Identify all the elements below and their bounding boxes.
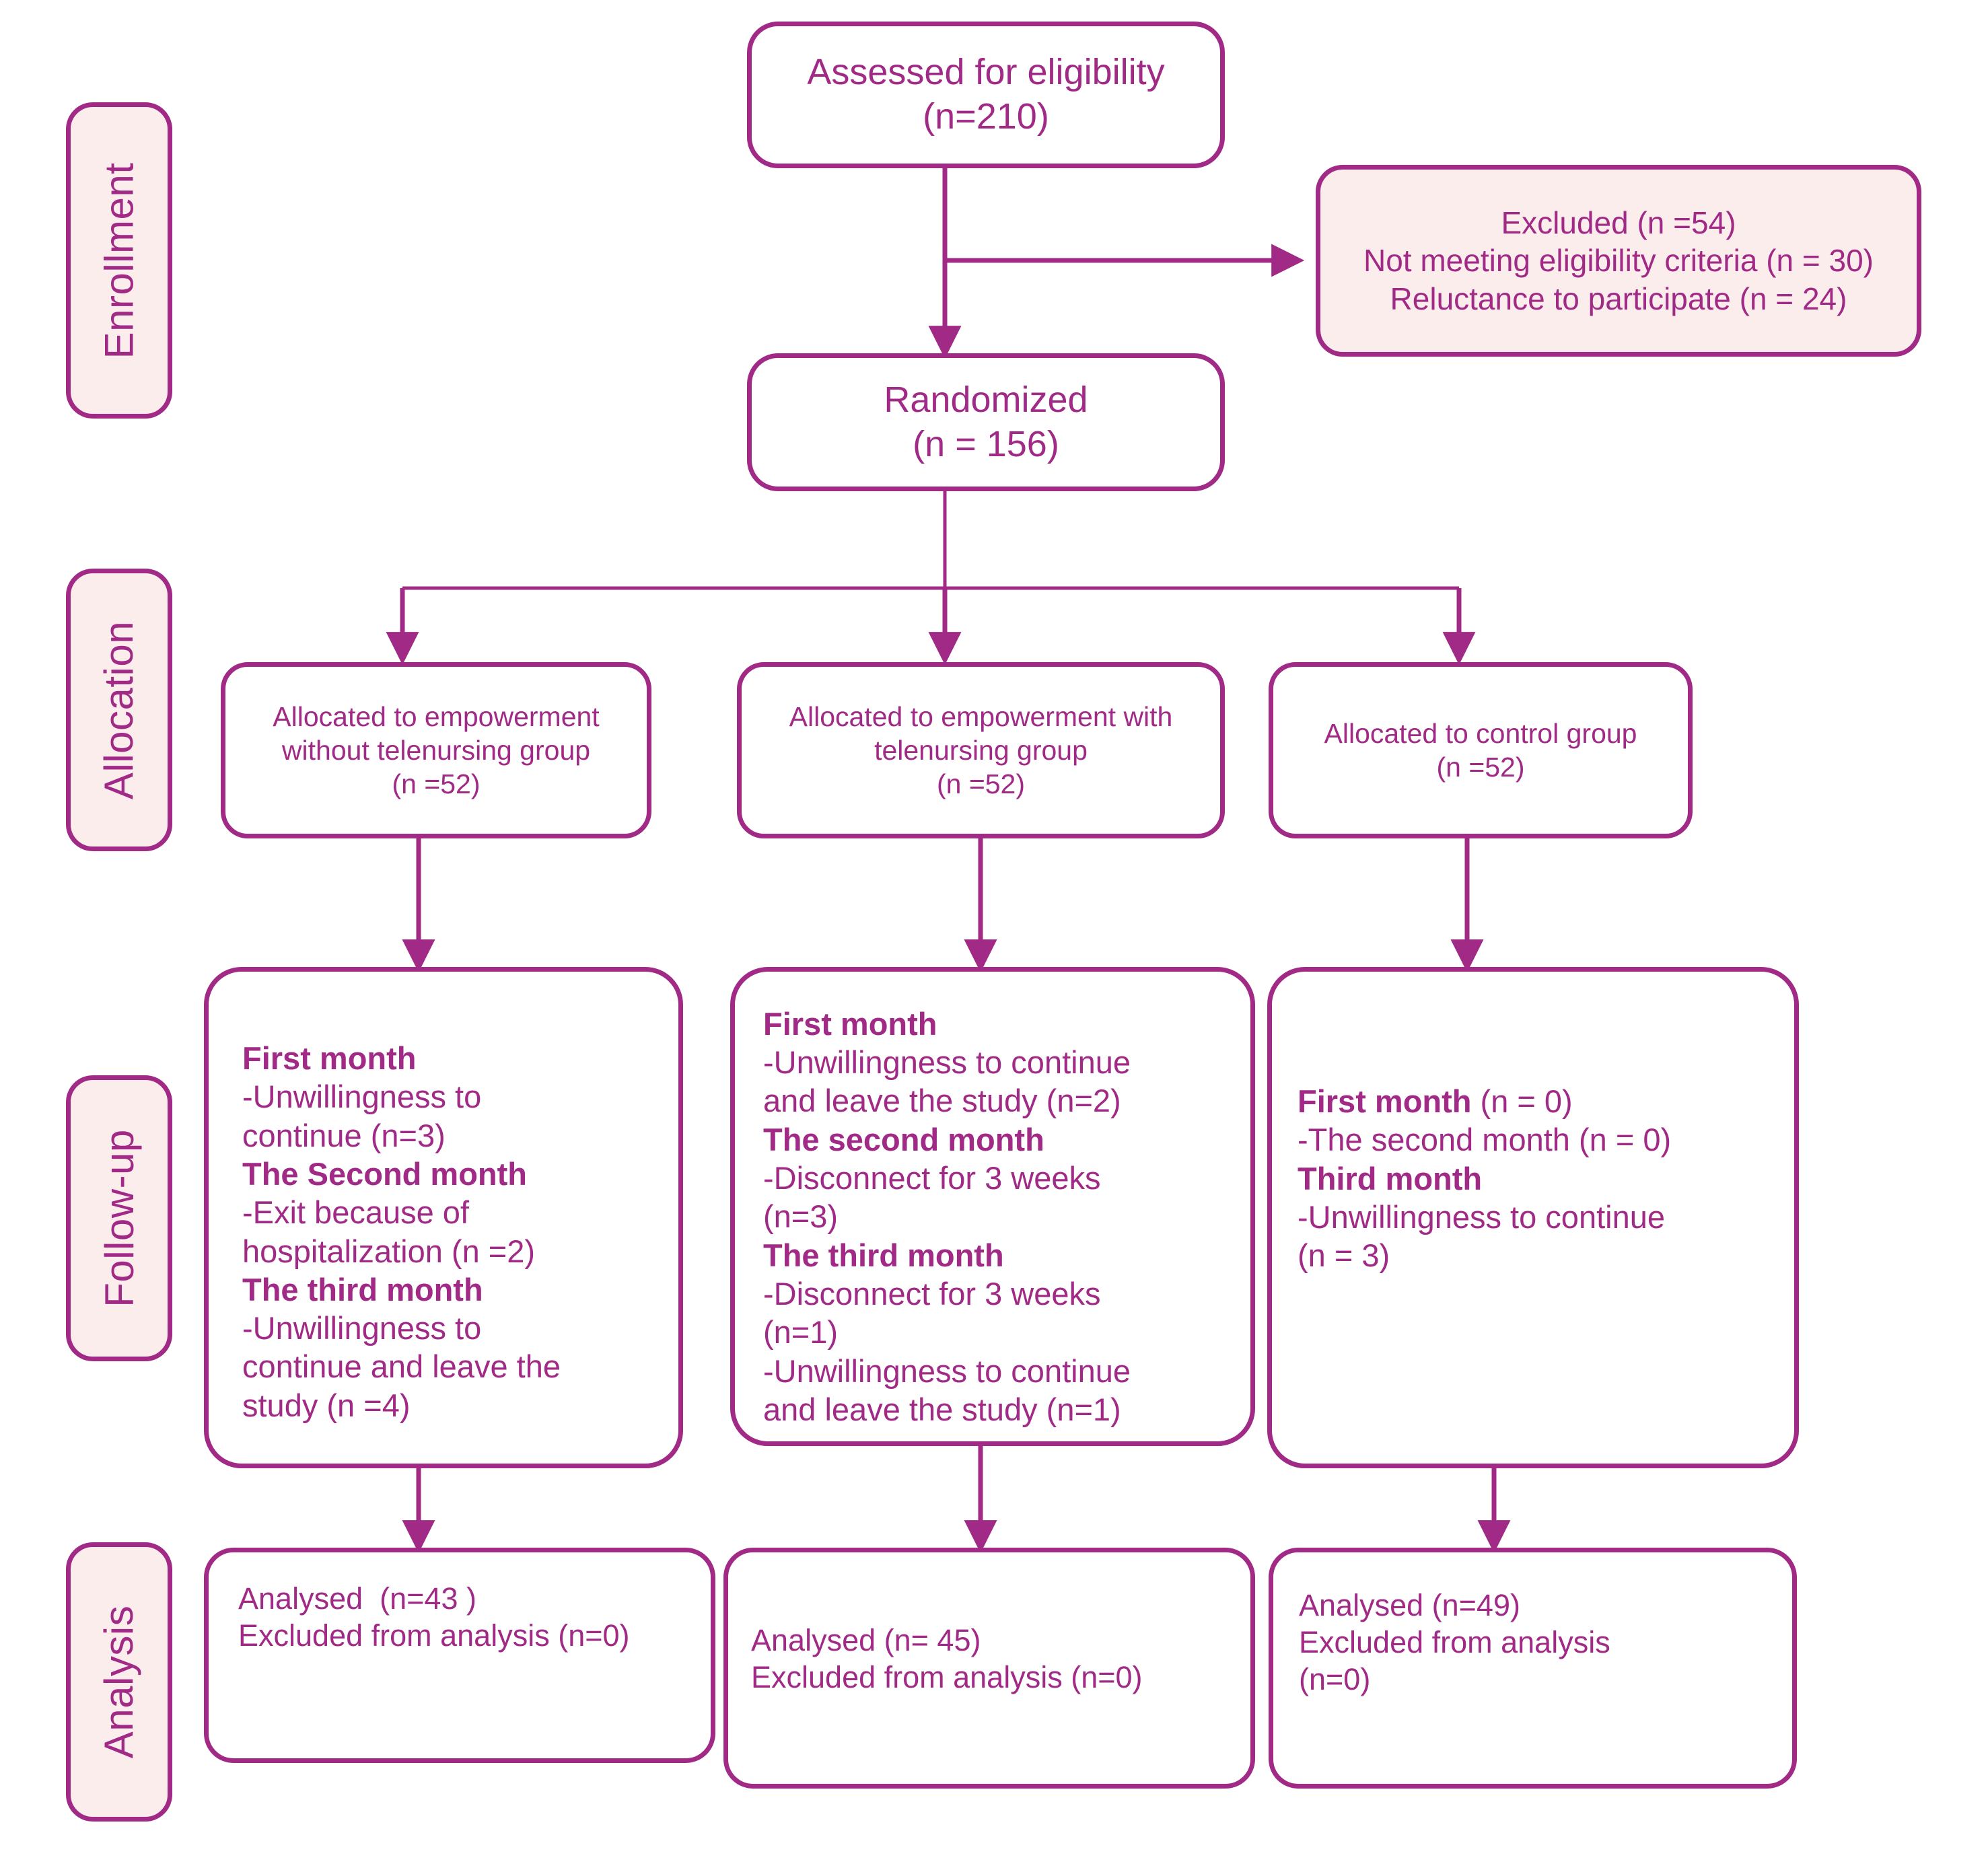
node-line: Not meeting eligibility criteria (n = 30… xyxy=(1363,243,1874,279)
node-line: Analysed (n=49) xyxy=(1299,1588,1520,1622)
node-line: -Unwillingness to xyxy=(242,1310,482,1346)
node-excluded: Excluded (n =54)Not meeting eligibility … xyxy=(1316,165,1921,357)
node-line: Assessed for eligibility xyxy=(807,52,1165,93)
node-line: -Disconnect for 3 weeks xyxy=(763,1275,1101,1311)
node-line: Excluded from analysis (n=0) xyxy=(238,1618,630,1653)
node-line: hospitalization (n =2) xyxy=(242,1233,536,1269)
node-line: (n =52) xyxy=(1436,752,1525,783)
node-line: -Disconnect for 3 weeks xyxy=(763,1160,1101,1196)
node-line: (n = 3) xyxy=(1298,1237,1390,1274)
phase-label-enrollment: Enrollment xyxy=(66,102,172,419)
phase-label-allocation: Allocation xyxy=(66,569,172,851)
node-line: First month xyxy=(242,1040,417,1076)
node-randomized: Randomized(n = 156) xyxy=(747,353,1225,491)
node-line: The Second month xyxy=(242,1155,527,1192)
node-line: The third month xyxy=(763,1237,1004,1273)
node-line: Allocated to empowerment xyxy=(273,700,600,732)
node-line: and leave the study (n=2) xyxy=(763,1083,1121,1119)
node-line: -The second month (n = 0) xyxy=(1298,1122,1672,1158)
phase-label-followup: Follow-up xyxy=(66,1075,172,1361)
node-analysis-with-telenursing: Analysed (n= 45)Excluded from analysis (… xyxy=(723,1548,1255,1789)
node-line: and leave the study (n=1) xyxy=(763,1391,1121,1427)
node-analysis-without-telenursing: Analysed (n=43 )Excluded from analysis (… xyxy=(204,1548,715,1763)
node-line: The second month xyxy=(763,1121,1044,1157)
node-line: (n =52) xyxy=(936,768,1026,799)
node-line: Randomized xyxy=(884,379,1088,420)
node-followup-control: First month (n = 0)-The second month (n … xyxy=(1267,967,1799,1468)
phase-label-enrollment-text: Enrollment xyxy=(96,162,142,359)
node-line: (n=0) xyxy=(1299,1661,1371,1696)
node-line: Excluded from analysis (n=0) xyxy=(751,1659,1143,1694)
node-line: -Exit because of xyxy=(242,1194,470,1231)
node-line: (n =52) xyxy=(392,768,481,799)
phase-label-followup-text: Follow-up xyxy=(96,1129,142,1307)
node-line: study (n =4) xyxy=(242,1387,411,1423)
node-line: The third month xyxy=(242,1271,483,1307)
node-line: (n=1) xyxy=(763,1314,839,1351)
node-line: Excluded from analysis xyxy=(1299,1624,1610,1659)
node-line: (n=3) xyxy=(763,1198,839,1235)
phase-label-allocation-text: Allocation xyxy=(96,620,142,799)
node-line: (n = 156) xyxy=(913,423,1059,464)
node-analysis-control: Analysed (n=49)Excluded from analysis(n=… xyxy=(1269,1548,1797,1789)
node-line: First month (n = 0) xyxy=(1298,1083,1573,1119)
phase-label-analysis: Analysis xyxy=(66,1542,172,1822)
node-line: Allocated to empowerment with xyxy=(789,700,1173,732)
node-line: telenursing group xyxy=(874,734,1088,766)
node-allocated-control-group: Allocated to control group(n =52) xyxy=(1269,662,1693,838)
node-line: -Unwillingness to continue xyxy=(763,1044,1131,1081)
node-line: Allocated to control group xyxy=(1324,717,1637,749)
node-line: (n=210) xyxy=(923,96,1049,137)
node-line: continue and leave the xyxy=(242,1348,561,1385)
node-line: Reluctance to participate (n = 24) xyxy=(1390,281,1847,316)
node-line: without telenursing group xyxy=(281,734,591,766)
node-line: -Unwillingness to continue xyxy=(763,1353,1131,1389)
node-line: Third month xyxy=(1298,1160,1483,1196)
node-assessed-for-eligibility: Assessed for eligibility(n=210) xyxy=(747,22,1225,168)
phase-label-analysis-text: Analysis xyxy=(96,1605,142,1759)
node-line: -Unwillingness to xyxy=(242,1079,482,1115)
node-line: Analysed (n=43 ) xyxy=(238,1581,476,1616)
node-line: Excluded (n =54) xyxy=(1501,205,1736,241)
node-line: continue (n=3) xyxy=(242,1117,446,1153)
node-line: -Unwillingness to continue xyxy=(1298,1198,1666,1235)
node-line-bold: First month xyxy=(1298,1083,1472,1119)
node-line: First month xyxy=(763,1005,937,1042)
node-line: Analysed (n= 45) xyxy=(751,1623,981,1657)
